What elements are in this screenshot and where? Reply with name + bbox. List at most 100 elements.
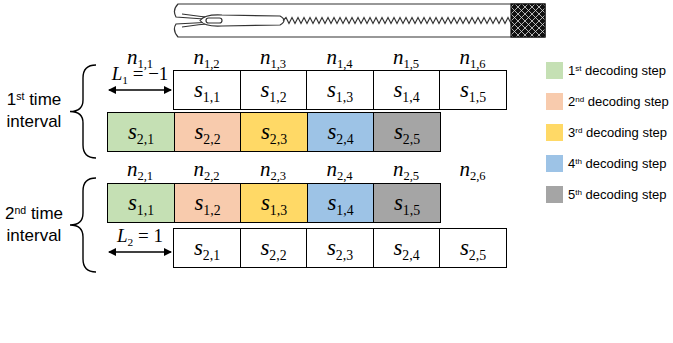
variable-symbol: n [326,157,337,181]
variable-symbol: L [117,225,128,246]
variable-symbol: n [260,157,271,181]
variable-symbol: s [194,190,203,215]
variable-symbol: s [394,190,403,215]
decoding-step-cell: s2,3 [240,112,308,152]
ordinal-suffix: nd [575,95,584,104]
variable-symbol: s [261,119,270,144]
label-text: decoding step [582,187,667,202]
legend-text: 4th decoding step [568,156,667,171]
variable-subscript: 1,3 [270,58,286,72]
cell-label: s2,5 [460,235,486,261]
ordinal-suffix: th [575,157,582,166]
slot-label: n1,6 [459,44,485,71]
cell-label: s1,3 [327,77,353,103]
variable-subscript: 2,4 [402,248,419,263]
variable-symbol: s [260,77,269,102]
slot-label: n1,2 [193,44,219,71]
cell-label: s1,2 [260,77,286,103]
zipper-illustration [174,4,545,37]
variable-subscript: 1,2 [204,58,220,72]
ordinal-number: 5 [568,187,575,202]
cell-label: s1,3 [261,190,287,216]
variable-symbol: s [327,190,336,215]
ordinal-number: 2 [5,204,14,223]
interval-brace [70,65,96,158]
variable-subscript: 2,3 [336,248,353,263]
variable-symbol: n [193,45,204,69]
slot-label: n1,4 [326,44,352,71]
variable-symbol: s [128,119,137,144]
variable-subscript: 2,5 [403,132,420,147]
equation-text: = 1 [133,225,163,246]
cell-label: s1,1 [128,190,154,216]
ordinal-number: 4 [568,156,575,171]
decoding-step-cell: s2,2 [174,112,242,152]
decoding-step-cell: s1,3 [240,183,308,223]
sequence-cell: s2,3 [306,228,374,268]
variable-subscript: 2,2 [269,248,286,263]
cell-label: s1,4 [393,77,419,103]
sequence-cell: s2,4 [373,228,441,268]
cell-label: s2,2 [194,119,220,145]
variable-subscript: 2 [128,236,134,248]
cell-label: s2,3 [327,235,353,261]
cell-label: s1,2 [194,190,220,216]
cell-label: s2,1 [128,119,154,145]
variable-subscript: 1,1 [203,90,220,105]
offset-arrow [109,89,171,90]
cell-label: s1,4 [327,190,353,216]
cell-label: s1,5 [460,77,486,103]
decoding-step-cell: s2,4 [307,112,375,152]
variable-subscript: 2,5 [403,170,419,184]
sequence-cell: s2,2 [240,228,308,268]
variable-subscript: 1,4 [337,58,353,72]
slot-label: n1,3 [260,44,286,71]
variable-symbol: s [128,190,137,215]
offset-arrow [109,251,171,252]
variable-subscript: 2,3 [270,170,286,184]
cell-label: s1,1 [194,77,220,103]
ordinal-suffix: st [575,64,581,73]
variable-subscript: 2,5 [469,248,486,263]
variable-subscript: 1,4 [402,90,419,105]
variable-symbol: n [459,45,470,69]
variable-subscript: 2,4 [337,170,353,184]
variable-subscript: 2,2 [204,170,220,184]
decoding-step-cell: s1,4 [307,183,375,223]
variable-subscript: 2,6 [470,170,486,184]
variable-symbol: L [112,63,123,84]
variable-symbol: s [393,77,402,102]
variable-symbol: s [394,119,403,144]
decoding-step-cell: s2,1 [107,112,175,152]
offset-label: L1 = −1 [112,62,169,87]
zipper-stop [511,4,545,37]
zipper-teeth [283,18,540,24]
variable-symbol: n [459,157,470,181]
cell-label: s2,3 [261,119,287,145]
label-text: decoding step [582,63,667,78]
cell-label: s2,4 [327,119,353,145]
variable-symbol: n [393,157,404,181]
slot-label: n2,2 [193,156,219,183]
label-text: decoding step [582,125,667,140]
legend-swatch [546,186,563,203]
variable-symbol: n [193,157,204,181]
variable-symbol: s [460,235,469,260]
variable-subscript: 1,3 [336,90,353,105]
interval-label: 1st time interval [2,89,66,133]
variable-symbol: s [460,77,469,102]
variable-subscript: 2,1 [137,170,153,184]
variable-symbol: s [194,119,203,144]
sequence-cell: s1,4 [373,70,441,110]
variable-subscript: 2,4 [336,132,353,147]
equation-text: = −1 [128,63,168,84]
ordinal-number: 2 [568,94,575,109]
decoding-step-cell: s2,5 [373,112,441,152]
variable-subscript: 1 [122,74,128,86]
slot-label: n1,5 [393,44,419,71]
ordinal-number: 1 [568,63,575,78]
variable-subscript: 2,2 [203,132,220,147]
cell-label: s2,2 [260,235,286,261]
cell-label: s2,1 [194,235,220,261]
